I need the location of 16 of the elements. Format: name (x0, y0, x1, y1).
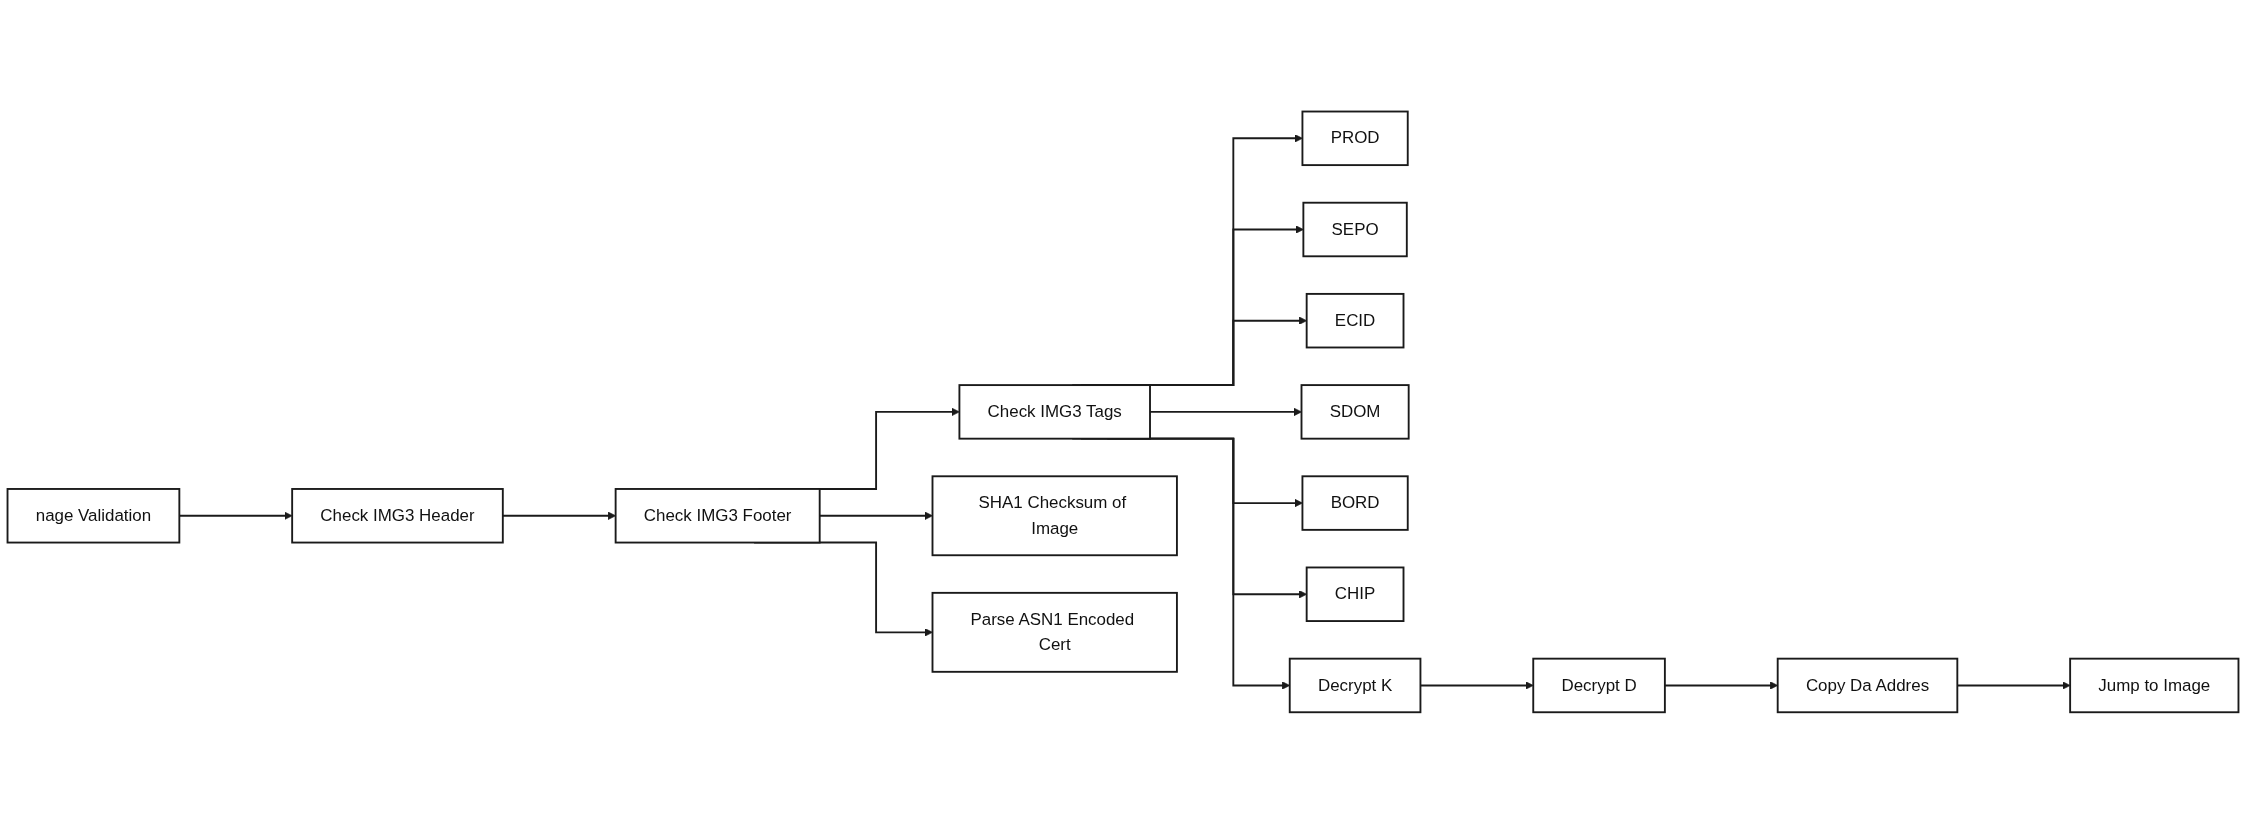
node-box: Decrypt D (1532, 657, 1666, 713)
node-box: BORD (1301, 474, 1409, 531)
node-box: Parse ASN1 Encoded Cert (931, 591, 1178, 673)
node-box: Copy Da Addres (1776, 657, 1959, 713)
node-box: nage Validation (6, 487, 181, 544)
node-box: SDOM (1300, 383, 1410, 440)
node-box: CHIP (1305, 566, 1405, 622)
node-box: Decrypt K (1288, 657, 1422, 713)
node-box: PROD (1301, 110, 1409, 166)
node-box: SHA1 Checksum of Image (931, 474, 1178, 556)
node-box: ECID (1305, 292, 1405, 349)
node-box: SEPO (1302, 201, 1408, 257)
node-box: Check IMG3 Header (291, 487, 504, 544)
node-box: Check IMG3 Footer (614, 487, 821, 544)
node-box: Check IMG3 Tags (958, 383, 1151, 440)
node-box: Jump to Image (2069, 657, 2240, 713)
